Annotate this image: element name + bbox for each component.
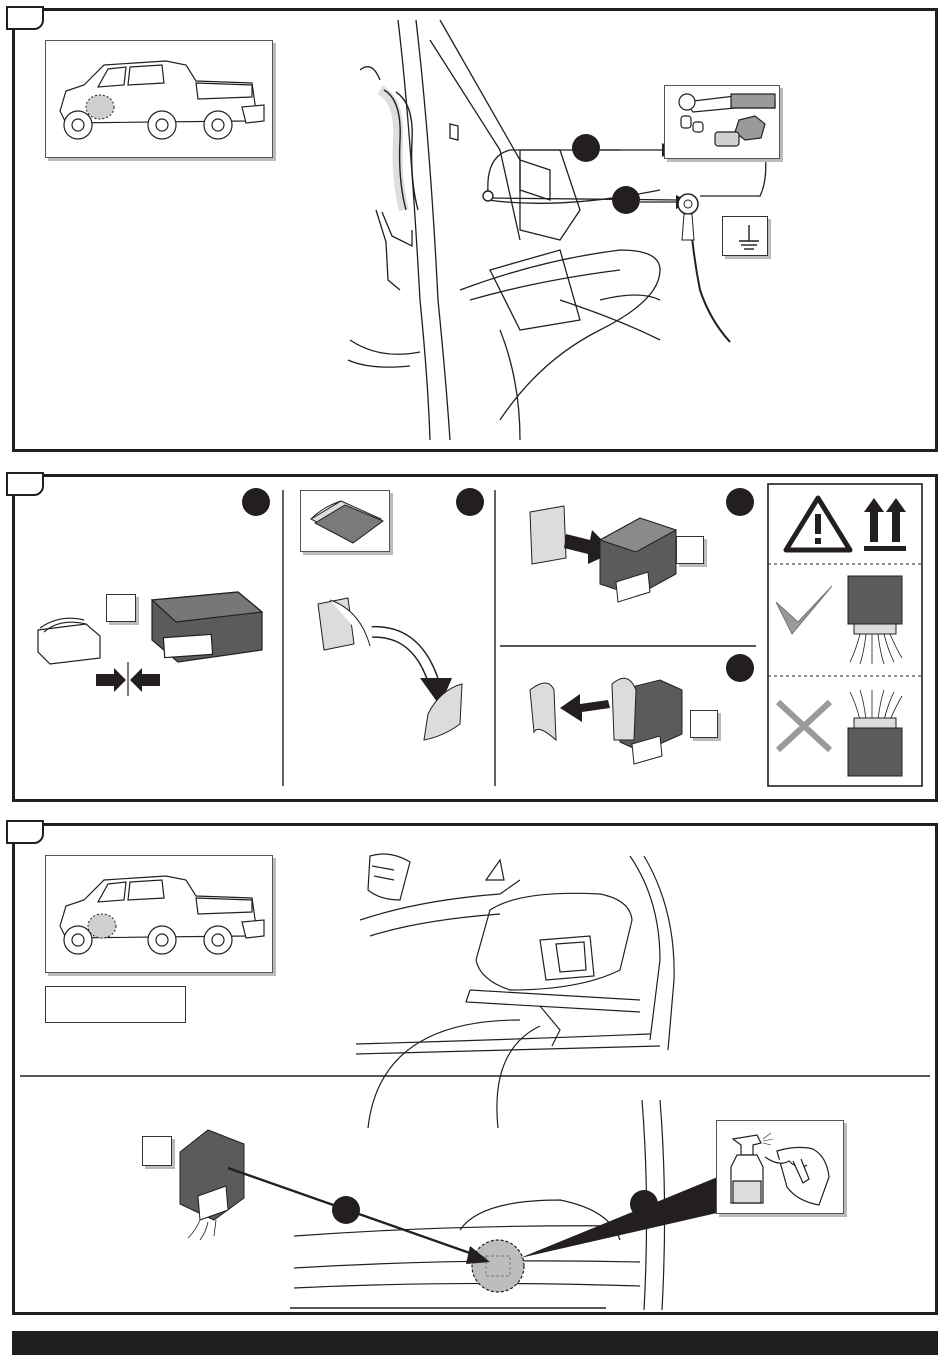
spray-bottle-and-cloth-icon — [717, 1121, 845, 1215]
callout-dot-3a — [332, 1196, 360, 1224]
page-footer-bar — [12, 1331, 938, 1355]
step-3-module-label-box — [142, 1136, 172, 1166]
callout-dot-3b — [630, 1190, 658, 1218]
cleaning-instruction-box — [716, 1120, 844, 1214]
